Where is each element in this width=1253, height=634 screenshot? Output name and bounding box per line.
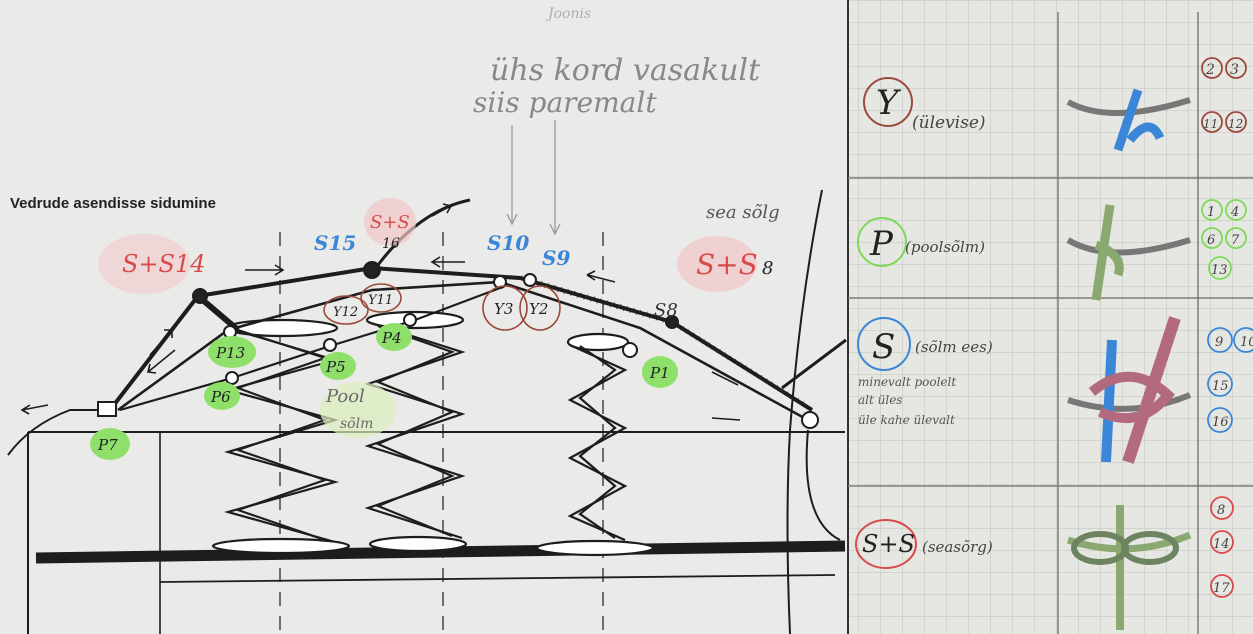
legend-num-p-2: 6 <box>1207 233 1215 248</box>
legend-num-s-3: 16 <box>1212 415 1229 430</box>
label-solm: sõlm <box>340 416 373 432</box>
label-p1: P1 <box>649 364 670 382</box>
top-faint-note: Joonis <box>545 6 591 22</box>
label-s15: S15 <box>314 231 356 255</box>
legend-symbol-ss: S+S <box>862 530 915 558</box>
label-p7: P7 <box>97 436 118 454</box>
legend-num-y-0: 2 <box>1205 62 1215 78</box>
seasorg-note: sea sõlg <box>706 202 780 223</box>
label-s10: S10 <box>487 231 529 255</box>
legend-num-p-0: 1 <box>1207 205 1215 220</box>
legend-desc-y: (ülevise) <box>912 113 986 133</box>
legend-num-ss-0: 8 <box>1217 503 1225 518</box>
legend-num-p-4: 13 <box>1211 263 1228 278</box>
label-p5: P5 <box>325 358 346 376</box>
legend-num-p-1: 4 <box>1230 205 1239 220</box>
legend-desc-s: (sõlm ees) <box>915 338 993 356</box>
legend-desc-p: (poolsõlm) <box>905 238 985 256</box>
top-note-line-2: siis paremalt <box>473 86 657 119</box>
legend-num-s-1: 10 <box>1240 335 1253 350</box>
label-ss8-num: 8 <box>762 258 773 279</box>
legend-num-y-2: 11 <box>1203 117 1218 131</box>
legend-desc-ss: (seasõrg) <box>922 538 993 556</box>
legend-num-s-0: 9 <box>1215 335 1223 350</box>
label-p6: P6 <box>210 388 231 406</box>
label-y12: Y12 <box>333 305 358 320</box>
label-ss16: S+S <box>370 212 410 233</box>
legend-note-s-2: alt üles <box>858 393 902 407</box>
label-y2: Y2 <box>529 300 548 318</box>
legend-note-s-1: minevalt poolelt <box>858 375 956 389</box>
legend-symbol-s: S <box>872 327 895 367</box>
legend-symbol-p: P <box>869 224 894 264</box>
label-ss14: S+S14 <box>122 250 206 278</box>
label-y11: Y11 <box>368 293 393 308</box>
label-y3: Y3 <box>494 300 513 318</box>
label-p4: P4 <box>381 329 402 347</box>
label-ss16-num: 16 <box>382 236 400 252</box>
label-s9: S9 <box>542 246 570 270</box>
legend-num-s-2: 15 <box>1212 379 1229 394</box>
legend-num-y-1: 3 <box>1230 62 1239 78</box>
legend-num-ss-1: 14 <box>1213 537 1230 552</box>
label-ss8: S+S <box>696 248 758 281</box>
legend-symbol-y: Y <box>876 83 902 123</box>
label-s8: S8 <box>654 300 678 321</box>
top-note-line-1: ühs kord vasakult <box>490 53 761 88</box>
label-pool: Pool <box>325 386 365 407</box>
diagram-title: Vedrude asendisse sidumine <box>10 195 216 212</box>
legend-note-s-3: üle kahe ülevalt <box>858 413 955 427</box>
legend-num-p-3: 7 <box>1231 233 1240 248</box>
legend-num-ss-2: 17 <box>1213 581 1230 596</box>
label-p13: P13 <box>215 344 245 362</box>
legend-num-y-3: 12 <box>1228 117 1243 131</box>
